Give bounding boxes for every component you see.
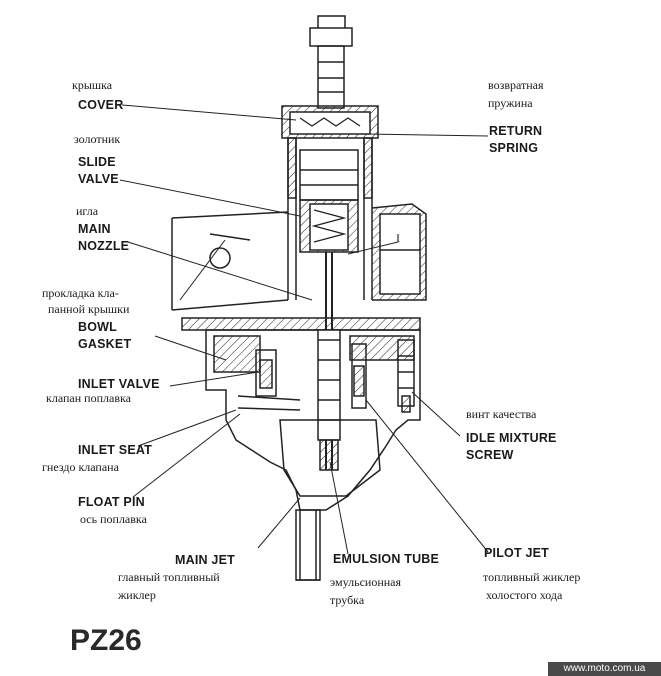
gasket-label-line2: GASKET — [78, 337, 132, 351]
inlet-seat-ru-label: гнездо клапана — [42, 460, 119, 474]
cover-ru-label: крышка — [72, 78, 113, 92]
pilot-jet-ru-label-line1: топливный жиклер — [483, 570, 581, 584]
pilot-jet-label: PILOT JET — [484, 546, 550, 560]
return-spring-label-line1: RETURN — [489, 124, 543, 138]
idle-screw-ru-label: винт качества — [466, 407, 537, 421]
pilot-jet-ru-label-line2: холостого хода — [486, 588, 563, 602]
emulsion-tube-ru-label-line2: трубка — [330, 593, 365, 607]
idle-screw-label-line2: SCREW — [466, 448, 514, 462]
inlet-valve-label: INLET VALVE — [78, 377, 160, 391]
idle-screw-label-line1: IDLE MIXTURE — [466, 431, 557, 445]
nozzle-label-line2: NOZZLE — [78, 239, 130, 253]
slide-label-line2: VALVE — [78, 172, 119, 186]
part-mark-label: I — [396, 231, 400, 245]
leader-lines — [119, 104, 489, 555]
gasket-ru-label-line2: панной крышки — [48, 302, 130, 316]
emulsion-tube-label: EMULSION TUBE — [333, 552, 440, 566]
model-title: PZ26 — [70, 624, 142, 657]
carburetor-drawing — [171, 15, 427, 581]
main-jet-label: MAIN JET — [175, 553, 235, 567]
return-spring-ru-label-line2: пружина — [488, 96, 533, 110]
float-pin-label: FLOAT PIN — [78, 495, 145, 509]
inlet-seat-label: INLET SEAT — [78, 443, 152, 457]
return-spring-label-line2: SPRING — [489, 141, 539, 155]
main-jet-ru-label-line2: жиклер — [118, 588, 156, 602]
cover-label: COVER — [78, 98, 124, 112]
emulsion-tube-ru-label-line1: эмульсионная — [330, 575, 402, 589]
float-pin-ru-label: ось поплавка — [80, 512, 147, 526]
main-jet-ru-label-line1: главный топливный — [118, 570, 220, 584]
gasket-label-line1: BOWL — [78, 320, 117, 334]
slide-ru-label: золотник — [74, 132, 121, 146]
watermark: www.moto.com.ua — [548, 662, 661, 676]
nozzle-label-line1: MAIN — [78, 222, 111, 236]
needle-ru-label: игла — [76, 204, 99, 218]
slide-label-line1: SLIDE — [78, 155, 116, 169]
return-spring-ru-label-line1: возвратная — [488, 78, 544, 92]
gasket-ru-label-line1: прокладка кла- — [42, 286, 119, 300]
inlet-valve-ru-label: клапан поплавка — [46, 391, 131, 405]
